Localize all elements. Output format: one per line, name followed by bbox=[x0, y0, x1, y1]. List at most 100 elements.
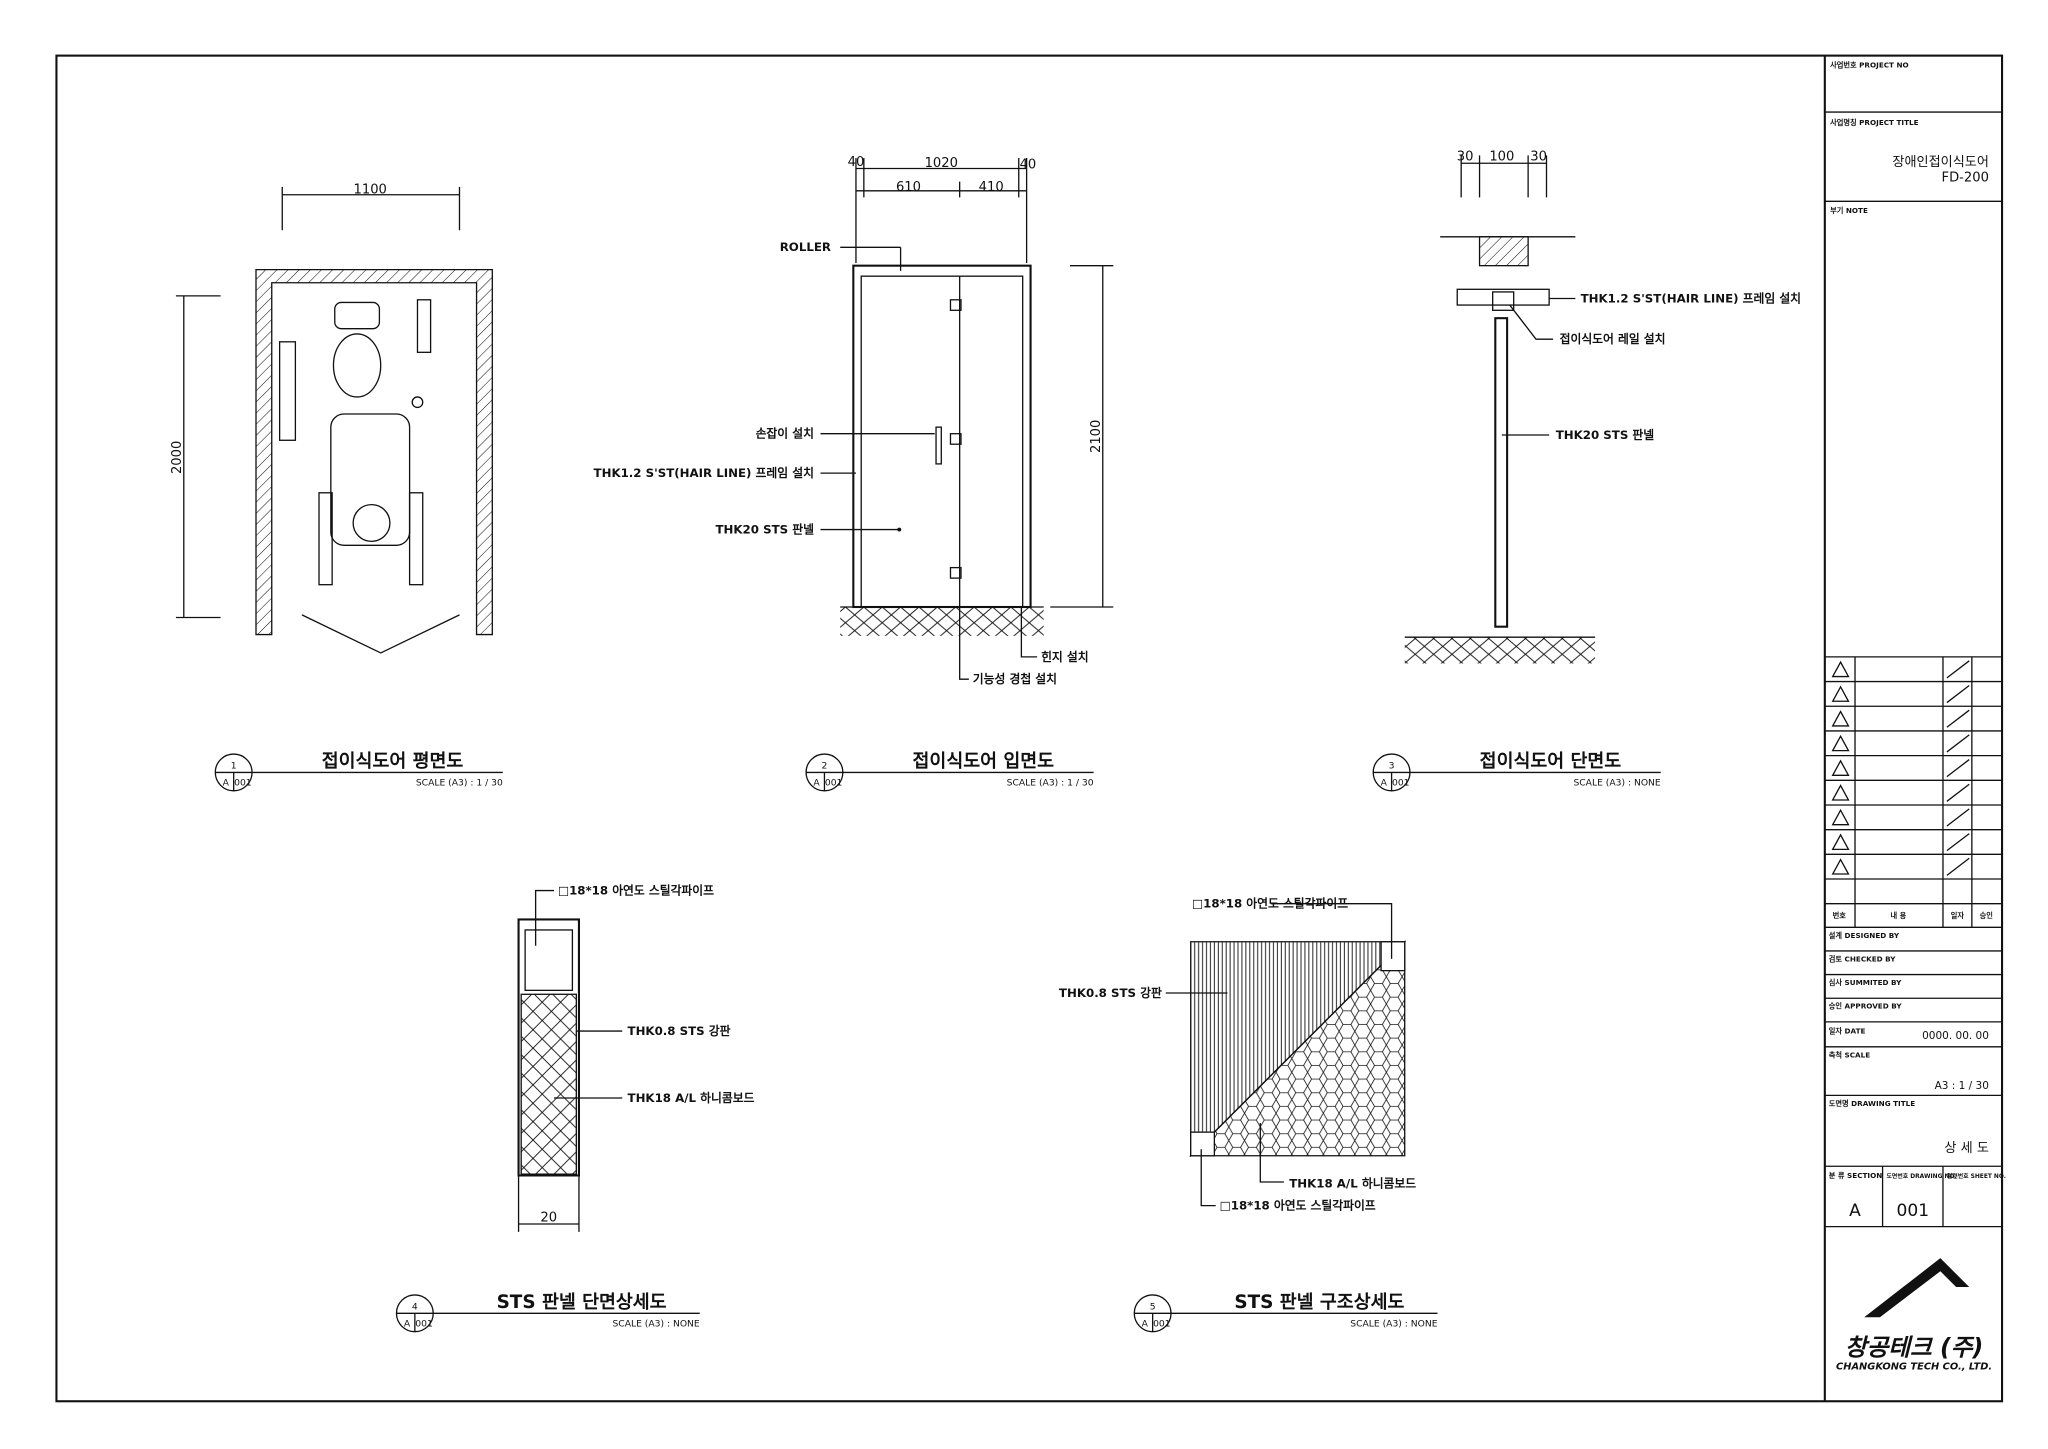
revision-triangle-icon bbox=[1831, 660, 1850, 678]
drawing-title-value: 상 세 도 bbox=[1944, 1140, 1989, 1156]
rev-header-no: 번호 bbox=[1833, 911, 1847, 920]
view-number: 2 bbox=[822, 760, 828, 771]
section-label: 분 류 SECTION bbox=[1829, 1171, 1883, 1180]
section-label-frame: THK1.2 S'ST(HAIR LINE) 프레임 설치 bbox=[1581, 291, 1801, 305]
detail4-dim-20: 20 bbox=[540, 1210, 557, 1225]
view-title-text: STS 판넬 구조상세도 bbox=[1234, 1292, 1404, 1313]
view-title-3: 3A 001 접이식도어 단면도 SCALE (A3) : NONE bbox=[1372, 751, 1661, 792]
elev-dim-40-right: 40 bbox=[1020, 158, 1037, 173]
section-dim-100: 100 bbox=[1489, 150, 1514, 165]
elev-dim-410: 410 bbox=[979, 180, 1004, 195]
view-ref: A bbox=[223, 778, 230, 789]
label-handle: 손잡이 설치 bbox=[756, 427, 814, 441]
revision-triangle-icon bbox=[1831, 685, 1850, 702]
revision-triangle-icon bbox=[1831, 833, 1850, 851]
view-sheet: 001 bbox=[825, 778, 843, 789]
label-panel: THK20 STS 판넬 bbox=[715, 522, 814, 536]
label-frame: THK1.2 S'ST(HAIR LINE) 프레임 설치 bbox=[594, 466, 814, 480]
view-title-5: 5A 001 STS 판넬 구조상세도 SCALE (A3) : NONE bbox=[1133, 1292, 1438, 1333]
detail5-label-sheet: THK0.8 STS 강판 bbox=[1059, 986, 1162, 1000]
summited-by-label: 심사 SUMMITED BY bbox=[1829, 978, 1902, 987]
view-title-text: 접이식도어 단면도 bbox=[1480, 751, 1622, 772]
view-sheet: 001 bbox=[1153, 1318, 1171, 1329]
view-sheet: 001 bbox=[1392, 778, 1410, 789]
view-ref: A bbox=[813, 778, 820, 789]
project-title: 장애인접이식도어 bbox=[1892, 154, 1989, 170]
scale-value: A3 : 1 / 30 bbox=[1935, 1080, 1989, 1092]
view-ref: A bbox=[1142, 1318, 1149, 1329]
section-dim-30-right: 30 bbox=[1530, 150, 1547, 165]
company-logo-icon bbox=[1864, 1258, 1970, 1318]
elev-dim-1020: 1020 bbox=[925, 156, 958, 171]
drawing-title-label: 도면명 DRAWING TITLE bbox=[1829, 1099, 1916, 1108]
sheet-no-label: 일련번호 SHEET NO. bbox=[1947, 1172, 2006, 1180]
view-ref: A bbox=[404, 1318, 411, 1329]
section-view: 30 100 30 THK1.2 S'ST(HAIR LINE) 프레임 설치 … bbox=[1404, 150, 1801, 664]
company-name-ko: 창공테크 (주) bbox=[1845, 1333, 1984, 1361]
view-title-text: 접이식도어 입면도 bbox=[913, 750, 1055, 772]
note-label: 부기 NOTE bbox=[1830, 206, 1868, 215]
view-number: 3 bbox=[1389, 760, 1395, 771]
view-scale: SCALE (A3) : 1 / 30 bbox=[1007, 778, 1094, 789]
label-hinge: 힌지 설치 bbox=[1041, 650, 1089, 664]
label-functional-hinge: 기능성 경첩 설치 bbox=[973, 672, 1057, 686]
approved-by-label: 승인 APPROVED BY bbox=[1829, 1002, 1903, 1011]
view-sheet: 001 bbox=[415, 1318, 433, 1329]
elev-dim-40-left: 40 bbox=[848, 155, 865, 170]
view-title-text: 접이식도어 평면도 bbox=[322, 751, 464, 772]
designed-by-label: 설계 DESIGNED BY bbox=[1829, 931, 1900, 940]
plan-dim-width: 1100 bbox=[354, 182, 387, 197]
view-scale: SCALE (A3) : NONE bbox=[1573, 778, 1660, 789]
drawing-no-value: 001 bbox=[1897, 1201, 1930, 1221]
view-number: 5 bbox=[1150, 1301, 1156, 1312]
view-scale: SCALE (A3) : NONE bbox=[1350, 1318, 1437, 1329]
view-ref: A bbox=[1381, 778, 1388, 789]
view-number: 1 bbox=[231, 760, 237, 771]
scale-label: 축척 SCALE bbox=[1829, 1050, 1870, 1059]
section-label-panel: THK20 STS 판넬 bbox=[1556, 428, 1655, 442]
section-value: A bbox=[1849, 1201, 1861, 1221]
sheet-border bbox=[55, 54, 2004, 1403]
revision-triangle-icon bbox=[1831, 858, 1850, 875]
rev-header-date: 일자 bbox=[1951, 911, 1965, 920]
detail5-label-pipe-top: □18*18 아연도 스틸각파이프 bbox=[1192, 897, 1348, 911]
view-title-4: 4A 001 STS 판넬 단면상세도 SCALE (A3) : NONE bbox=[395, 1292, 700, 1333]
detail-5: □18*18 아연도 스틸각파이프 THK0.8 STS 강판 THK18 A/… bbox=[1059, 897, 1416, 1213]
view-number: 4 bbox=[412, 1301, 418, 1312]
revision-triangle-icon bbox=[1831, 759, 1850, 776]
rev-header-content: 내 용 bbox=[1890, 911, 1906, 920]
revision-table bbox=[1824, 660, 2003, 905]
detail-4: 20 □18*18 아연도 스틸각파이프 THK0.8 STS 강판 THK18… bbox=[517, 884, 755, 1232]
elevation-view: 40 1020 40 610 410 2100 ROLLER 손잡이 설치 TH… bbox=[594, 155, 1114, 686]
drawing-no-label: 도면번호 DRAWING NO. bbox=[1887, 1172, 1957, 1180]
detail5-label-pipe-bottom: □18*18 아연도 스틸각파이프 bbox=[1220, 1199, 1376, 1213]
detail5-label-honeycomb: THK18 A/L 하니콤보드 bbox=[1289, 1176, 1416, 1190]
elev-dim-2100: 2100 bbox=[1089, 420, 1104, 453]
checked-by-label: 검토 CHECKED BY bbox=[1829, 954, 1897, 963]
date-label: 일자 DATE bbox=[1829, 1027, 1866, 1036]
plan-dim-height: 2000 bbox=[170, 441, 185, 474]
view-scale: SCALE (A3) : NONE bbox=[612, 1318, 699, 1329]
detail4-label-honeycomb: THK18 A/L 하니콤보드 bbox=[628, 1091, 755, 1105]
view-title-2: 2A 001 접이식도어 입면도 SCALE (A3) : 1 / 30 bbox=[805, 750, 1094, 792]
company-name-en: CHANGKONG TECH CO., LTD. bbox=[1836, 1362, 1992, 1373]
project-no-label: 사업번호 PROJECT NO bbox=[1830, 60, 1909, 69]
view-title-text: STS 판넬 단면상세도 bbox=[497, 1292, 667, 1313]
revision-triangle-icon bbox=[1831, 710, 1850, 727]
elev-dim-610: 610 bbox=[896, 180, 921, 195]
section-label-rail: 접이식도어 레일 설치 bbox=[1560, 332, 1666, 346]
revision-triangle-icon bbox=[1831, 808, 1850, 826]
plan-view: 1100 2000 bbox=[170, 182, 493, 654]
project-title-label: 사업명칭 PROJECT TITLE bbox=[1830, 118, 1919, 127]
detail4-label-sheet: THK0.8 STS 강판 bbox=[628, 1024, 731, 1038]
view-scale: SCALE (A3) : 1 / 30 bbox=[416, 778, 503, 789]
project-code: FD-200 bbox=[1942, 171, 1989, 186]
rev-header-approve: 승인 bbox=[1980, 911, 1994, 920]
revision-triangle-icon bbox=[1831, 734, 1850, 752]
title-block: 사업번호 PROJECT NO 사업명칭 PROJECT TITLE 장애인접이… bbox=[1824, 60, 2006, 1373]
label-roller: ROLLER bbox=[780, 240, 831, 254]
date-value: 0000. 00. 00 bbox=[1922, 1030, 1989, 1042]
view-sheet: 001 bbox=[234, 778, 252, 789]
section-dim-30-left: 30 bbox=[1457, 150, 1474, 165]
